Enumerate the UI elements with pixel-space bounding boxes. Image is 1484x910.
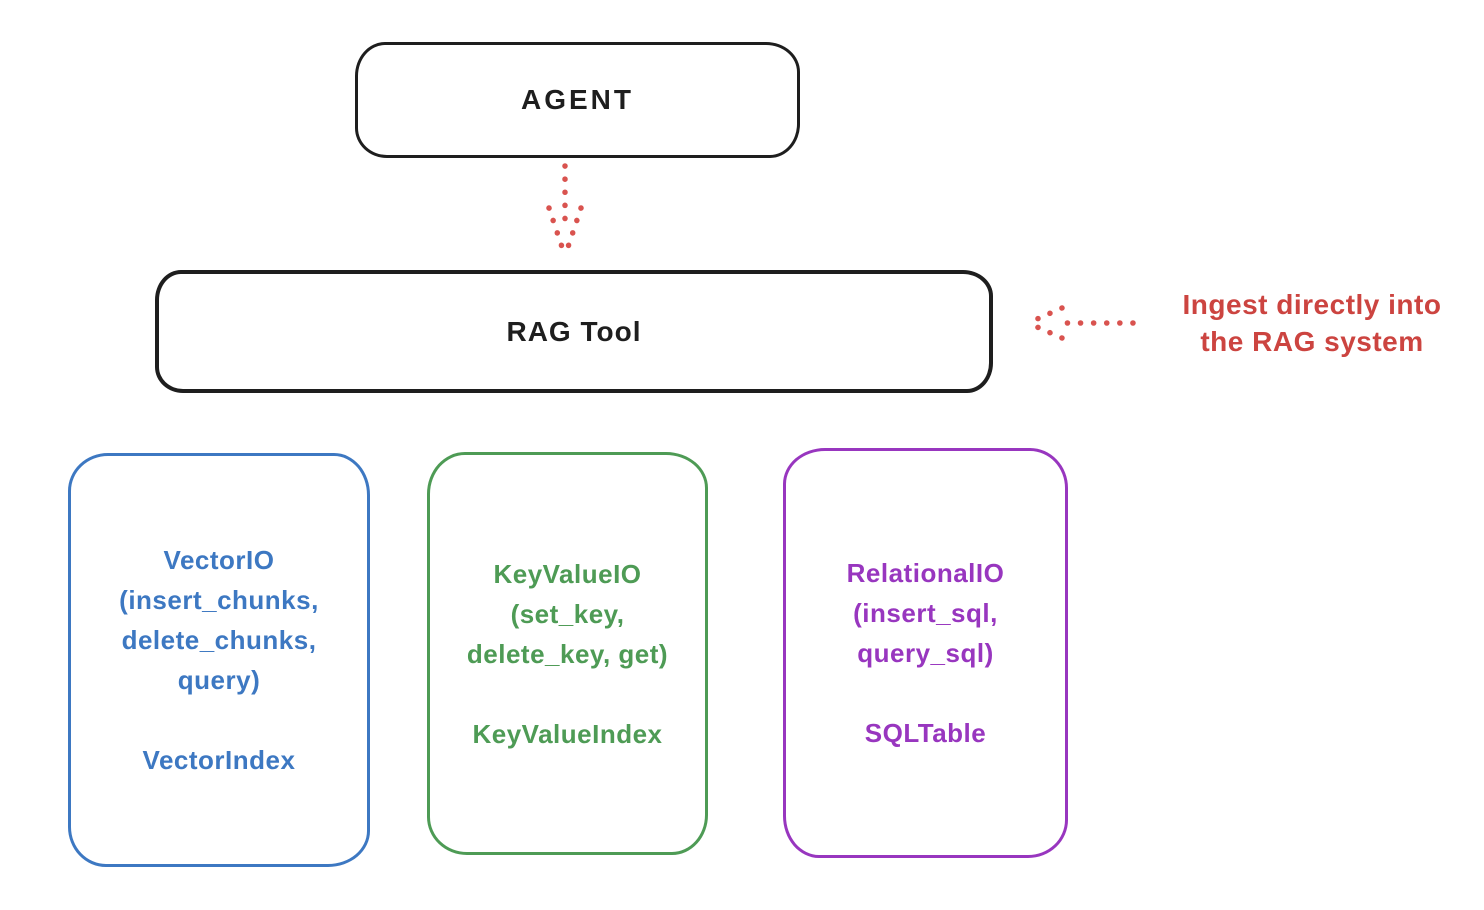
agent-box-label: AGENT — [521, 84, 634, 115]
dotted-left-arrow-icon — [1025, 305, 1136, 341]
vector-io-title: VectorIO — [163, 545, 275, 575]
rag-tool-box-label: RAG Tool — [506, 315, 642, 347]
vector-io-methods-line3: query) — [177, 665, 261, 695]
arrowhead-bottom-edge — [1025, 320, 1065, 341]
vector-io-methods-line2: delete_chunks, — [121, 625, 317, 655]
vector-index-label: VectorIndex — [142, 745, 296, 775]
relational-io-methods-line2: query_sql) — [857, 638, 994, 668]
arrowhead-right-edge — [562, 205, 584, 259]
arrowhead-top-edge — [1025, 305, 1065, 326]
keyvalue-io-title: KeyValueIO — [493, 558, 642, 589]
ingest-annotation-line2: the RAG system — [1200, 326, 1424, 357]
agent-box: AGENT — [355, 42, 800, 158]
relational-io-box: RelationalIO (insert_sql, query_sql) SQL… — [783, 448, 1068, 858]
ingest-annotation-line1: Ingest directly into — [1182, 289, 1442, 320]
keyvalue-io-methods-line1: (set_key, — [510, 598, 625, 629]
vector-io-methods-line1: (insert_chunks, — [119, 585, 319, 615]
relational-io-methods-line1: (insert_sql, — [853, 598, 998, 628]
vector-io-box: VectorIO (insert_chunks, delete_chunks, … — [68, 453, 370, 867]
ingest-annotation: Ingest directly into the RAG system — [1140, 286, 1484, 360]
keyvalue-index-label: KeyValueIndex — [472, 718, 663, 749]
keyvalue-io-box: KeyValueIO (set_key, delete_key, get) Ke… — [427, 452, 708, 855]
keyvalue-io-methods-line2: delete_key, get) — [466, 638, 669, 669]
rag-tool-box: RAG Tool — [155, 270, 993, 393]
arrowhead-left-edge — [546, 205, 568, 259]
relational-io-title: RelationalIO — [846, 558, 1005, 588]
sql-table-label: SQLTable — [864, 718, 987, 748]
dotted-down-arrow-icon — [546, 163, 584, 259]
